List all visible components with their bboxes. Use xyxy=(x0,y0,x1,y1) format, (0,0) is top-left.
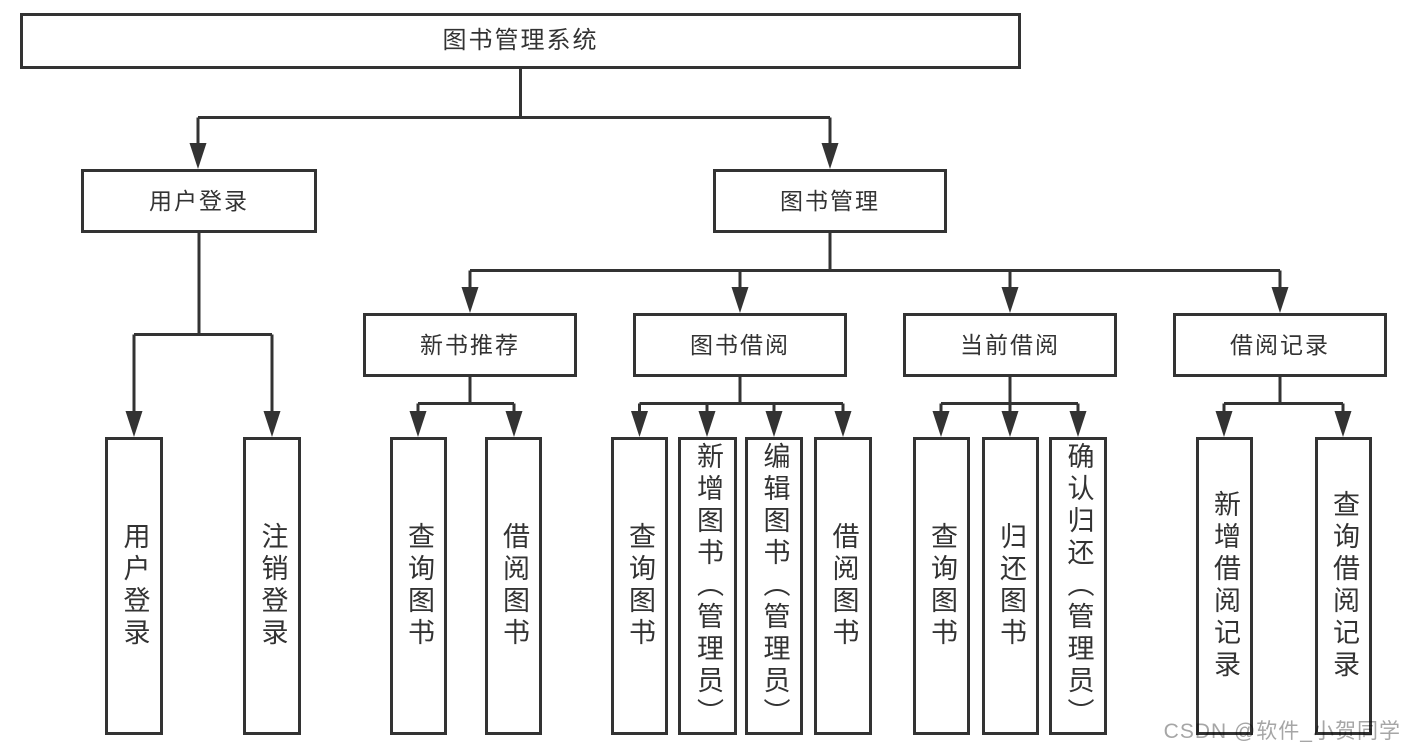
leaf-label: 确认归还（管理员） xyxy=(1063,442,1094,730)
node-label: 新书推荐 xyxy=(420,331,520,358)
node-label: 图书管理系统 xyxy=(442,27,599,54)
node-new-book-recommendation: 新书推荐 xyxy=(363,313,577,377)
leaf-label: 用户登录 xyxy=(119,522,150,650)
node-current-borrowing: 当前借阅 xyxy=(903,313,1117,377)
leaf-label: 归还图书 xyxy=(996,522,1026,650)
node-label: 当前借阅 xyxy=(960,331,1060,358)
leaf-add-books-admin: 新增图书（管理员） xyxy=(678,437,737,735)
node-book-management: 图书管理 xyxy=(713,169,947,233)
leaf-label: 编辑图书（管理员） xyxy=(759,442,790,730)
node-label: 图书管理 xyxy=(780,187,880,214)
csdn-watermark: CSDN @软件_小贺同学 xyxy=(1163,720,1401,743)
leaf-label: 查询借阅记录 xyxy=(1329,490,1359,682)
leaf-query-books-current: 查询图书 xyxy=(913,437,970,735)
leaf-label: 查询图书 xyxy=(404,522,434,650)
leaf-label: 新增借阅记录 xyxy=(1210,490,1240,682)
leaf-query-books-borrowing: 查询图书 xyxy=(611,437,668,735)
arrowheads xyxy=(125,143,1352,437)
node-label: 图书借阅 xyxy=(690,331,790,358)
leaf-edit-books-admin: 编辑图书（管理员） xyxy=(745,437,803,735)
node-borrowing-records: 借阅记录 xyxy=(1173,313,1387,377)
leaf-user-login: 用户登录 xyxy=(105,437,163,735)
leaf-query-borrow-record: 查询借阅记录 xyxy=(1315,437,1372,735)
leaf-logout: 注销登录 xyxy=(243,437,301,735)
leaf-label: 新增图书（管理员） xyxy=(693,442,723,730)
node-library-management-system: 图书管理系统 xyxy=(20,13,1021,69)
leaf-borrow-books-recommend: 借阅图书 xyxy=(485,437,542,735)
leaf-label: 查询图书 xyxy=(625,522,655,650)
leaf-query-books-recommend: 查询图书 xyxy=(390,437,447,735)
leaf-add-borrow-record: 新增借阅记录 xyxy=(1196,437,1253,735)
node-user-login: 用户登录 xyxy=(81,169,317,233)
leaf-label: 注销登录 xyxy=(257,522,288,650)
leaf-borrow-books-borrowing: 借阅图书 xyxy=(814,437,872,735)
node-label: 用户登录 xyxy=(149,187,249,214)
leaf-label: 借阅图书 xyxy=(828,522,859,650)
leaf-confirm-return-admin: 确认归还（管理员） xyxy=(1049,437,1107,735)
node-label: 借阅记录 xyxy=(1230,331,1330,358)
leaf-return-books: 归还图书 xyxy=(982,437,1039,735)
leaf-label: 借阅图书 xyxy=(499,522,529,650)
leaf-label: 查询图书 xyxy=(927,522,957,650)
node-book-borrowing: 图书借阅 xyxy=(633,313,847,377)
